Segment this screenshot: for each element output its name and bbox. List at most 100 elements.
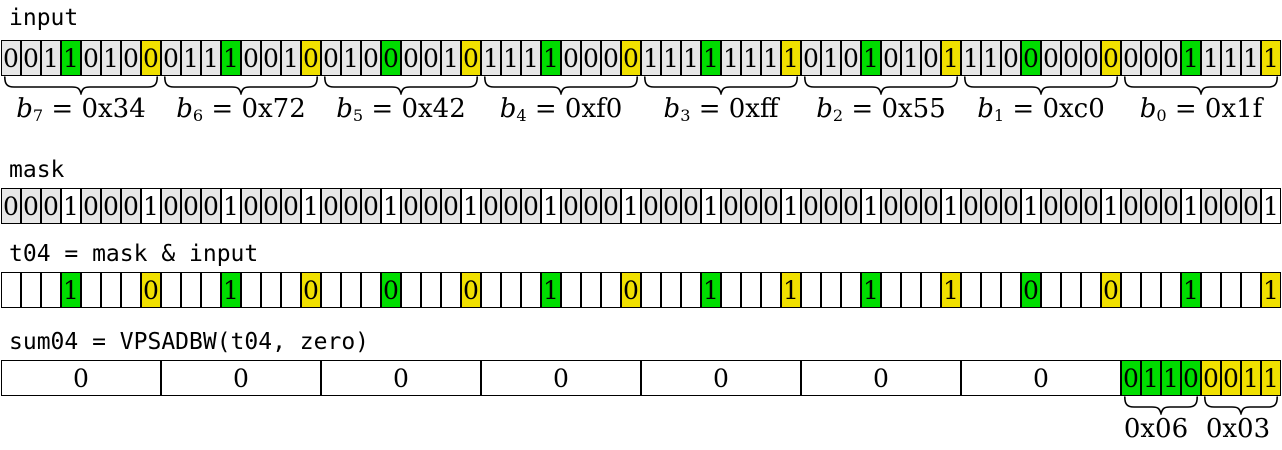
underbrace — [1124, 76, 1278, 95]
bit-cell: 1 — [901, 40, 921, 76]
mask-label: mask — [9, 157, 65, 183]
bit-cell — [841, 272, 861, 308]
bit-cell: 0 — [261, 40, 281, 76]
t04-label: t04 = mask & input — [9, 241, 259, 267]
bit-cell: 1 — [141, 188, 161, 224]
bit-cell: 1 — [1261, 40, 1281, 76]
bit-cell: 1 — [281, 40, 301, 76]
bit-cell: 0 — [661, 188, 681, 224]
bit-cell: 1 — [781, 188, 801, 224]
bit-cell — [481, 272, 501, 308]
bit-cell: 0 — [1201, 188, 1221, 224]
byte-label: b1 = 0xc0 — [977, 94, 1105, 126]
bit-cell: 0 — [261, 188, 281, 224]
bit-cell: 0 — [1241, 188, 1261, 224]
bit-cell: 1 — [541, 40, 561, 76]
bit-cell: 1 — [741, 40, 761, 76]
byte-label: b5 = 0x42 — [336, 94, 466, 126]
bit-cell: 0 — [181, 188, 201, 224]
bit-cell: 0 — [721, 188, 741, 224]
input-label: input — [9, 5, 79, 31]
byte-label: b3 = 0xff — [663, 94, 779, 126]
bit-cell — [261, 272, 281, 308]
byte-label: b4 = 0xf0 — [499, 94, 623, 126]
sum04-low-nibble-label: 0x03 — [1205, 414, 1271, 444]
bit-cell: 0 — [21, 40, 41, 76]
underbrace — [804, 76, 958, 95]
bit-cell: 0 — [561, 40, 581, 76]
bit-cell: 0 — [621, 40, 641, 76]
bit-cell: 1 — [941, 272, 961, 308]
bit-cell: 0 — [681, 188, 701, 224]
bit-cell: 0 — [801, 360, 961, 396]
bit-cell: 1 — [761, 40, 781, 76]
bit-cell: 0 — [21, 188, 41, 224]
bit-cell: 0 — [1141, 40, 1161, 76]
underbrace — [1204, 396, 1278, 415]
bit-cell: 0 — [961, 188, 981, 224]
bit-cell — [321, 272, 341, 308]
bit-cell: 1 — [441, 40, 461, 76]
bit-cell: 0 — [161, 40, 181, 76]
sum04-nibble-underbraces — [1124, 396, 1278, 415]
bit-cell: 1 — [1101, 188, 1121, 224]
byte-label: b7 = 0x34 — [16, 94, 146, 126]
byte-label: b6 = 0x72 — [176, 94, 306, 126]
bit-cell — [81, 272, 101, 308]
sum04-footer: 0x06 0x03 — [1, 396, 1282, 450]
bit-cell: 0 — [421, 40, 441, 76]
bit-cell: 0 — [1001, 188, 1021, 224]
bit-cell — [181, 272, 201, 308]
bit-cell: 0 — [1121, 188, 1141, 224]
bit-cell: 0 — [841, 188, 861, 224]
bit-cell — [1141, 272, 1161, 308]
bit-cell: 0 — [1121, 360, 1141, 396]
bit-cell — [1081, 272, 1101, 308]
bit-cell: 0 — [481, 188, 501, 224]
sum04-high-nibble-label: 0x06 — [1123, 414, 1189, 444]
bit-cell: 0 — [341, 188, 361, 224]
bit-cell — [21, 272, 41, 308]
bit-cell: 0 — [1101, 40, 1121, 76]
bit-cell — [341, 272, 361, 308]
bit-cell: 1 — [981, 40, 1001, 76]
bit-cell — [421, 272, 441, 308]
bit-cell: 0 — [461, 40, 481, 76]
bit-cell: 0 — [921, 188, 941, 224]
bit-cell: 0 — [1201, 360, 1221, 396]
bit-cell — [821, 272, 841, 308]
bit-cell: 0 — [1161, 188, 1181, 224]
bit-cell: 1 — [1221, 40, 1241, 76]
bit-cell: 0 — [461, 272, 481, 308]
bit-cell: 0 — [201, 188, 221, 224]
bit-cell: 0 — [1001, 40, 1021, 76]
bit-cell: 1 — [221, 272, 241, 308]
bit-cell: 0 — [641, 188, 661, 224]
bit-cell: 1 — [541, 188, 561, 224]
bit-cell: 1 — [721, 40, 741, 76]
bit-cell: 1 — [221, 188, 241, 224]
bit-cell: 1 — [941, 188, 961, 224]
bit-cell — [401, 272, 421, 308]
bit-cell: 0 — [141, 40, 161, 76]
bit-cell: 1 — [861, 188, 881, 224]
bit-cell — [121, 272, 141, 308]
bit-cell: 1 — [301, 188, 321, 224]
bit-cell: 1 — [1261, 272, 1281, 308]
bit-cell: 0 — [81, 40, 101, 76]
bit-cell — [241, 272, 261, 308]
bit-cell: 1 — [61, 272, 81, 308]
underbrace — [1124, 396, 1198, 415]
bit-cell — [581, 272, 601, 308]
bit-cell — [561, 272, 581, 308]
bit-cell: 0 — [1221, 188, 1241, 224]
bit-cell: 1 — [61, 188, 81, 224]
bit-cell — [881, 272, 901, 308]
input-byte-labels: b7 = 0x34 b6 = 0x72 b5 = 0x42 b4 = 0xf0 b3 =… — [1, 95, 1281, 126]
bit-cell: 0 — [881, 40, 901, 76]
bit-cell — [1061, 272, 1081, 308]
bit-cell: 1 — [501, 40, 521, 76]
